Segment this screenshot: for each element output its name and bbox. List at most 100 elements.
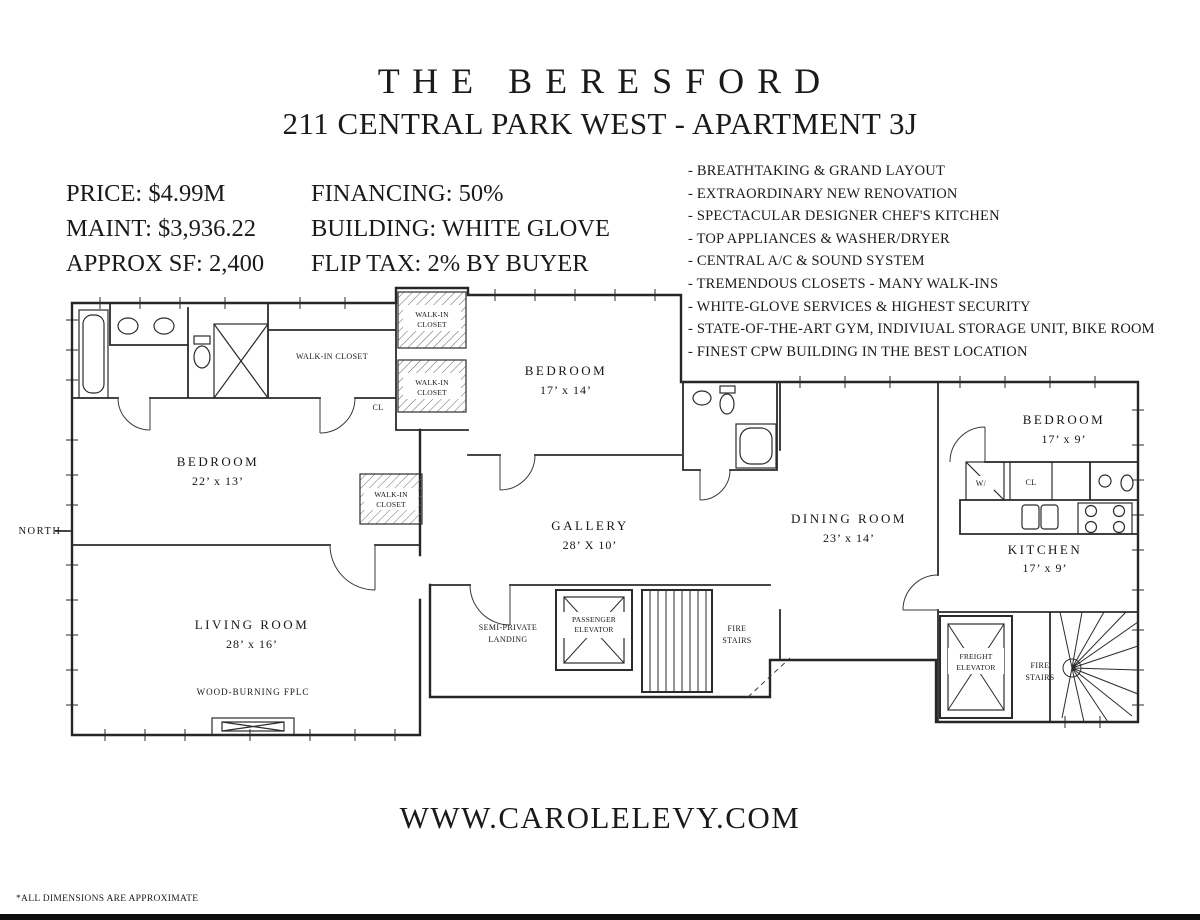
passenger-elevator: [555, 589, 633, 671]
room-label-kitchen: KITCHEN: [1008, 542, 1083, 557]
kitchen-fixtures: [965, 461, 1134, 535]
fireplace-outer: [211, 717, 295, 736]
doors: [117, 397, 986, 698]
room-dims-living: 28’ x 16’: [226, 637, 278, 651]
stairs-box: [641, 589, 713, 693]
feature-item: - BREATHTAKING & GRAND LAYOUT: [688, 163, 946, 179]
toilet-tank: [719, 385, 736, 394]
toilet: [1120, 474, 1134, 492]
fire-stairs-fan: [1059, 611, 1139, 723]
fireplace-x: [221, 721, 285, 732]
feature-item: - CENTRAL A/C & SOUND SYSTEM: [688, 253, 925, 270]
room-label-bedroom-1: BEDROOM: [525, 363, 608, 378]
walk-in-closet-label: CLOSET: [417, 388, 447, 397]
walk-in-closet-label: WALK-IN: [374, 490, 408, 499]
passenger-elevator-label: ELEVATOR: [574, 625, 613, 634]
kitchen-sink: [1021, 504, 1040, 530]
plan-labels: NORTH BEDROOM 17’ x 14’ BEDROOM 22’ x 13…: [18, 310, 1106, 697]
fact-financing: FINANCING: 50%: [311, 180, 504, 207]
bathtub: [735, 423, 777, 469]
fire-stairs-label: STAIRS: [1025, 673, 1054, 682]
label-chip: [970, 476, 994, 490]
stair-rays: [1059, 611, 1139, 723]
closet-niche: [1009, 461, 1053, 501]
freight-elevator-label: FREIGHT: [959, 652, 992, 661]
room-dims-bedroom-3: 17’ x 9’: [1041, 432, 1086, 446]
elevator-shaft: [939, 615, 1013, 719]
fireplace: [211, 717, 295, 736]
room-dims-kitchen: 17’ x 9’: [1022, 561, 1067, 575]
interior-walls: [55, 302, 1139, 723]
toilet-tank: [193, 335, 211, 345]
label-chip: [364, 488, 418, 510]
closet-label: CL: [372, 403, 383, 412]
interior-walls-path: [55, 302, 1139, 723]
freight-elevator-label: ELEVATOR: [956, 663, 995, 672]
bathtub-inner: [739, 427, 773, 465]
walk-in-closet-label: WALK-IN: [415, 378, 449, 387]
bathtub: [78, 309, 109, 399]
passenger-elevator-label: PASSENGER: [572, 615, 616, 624]
toilet: [193, 345, 211, 369]
door-arcs: [117, 397, 986, 626]
fact-approx-sf: APPROX SF: 2,400: [66, 250, 265, 277]
feature-item: - TOP APPLIANCES & WASHER/DRYER: [688, 230, 950, 247]
washer-dryer: [965, 461, 1005, 501]
shower: [213, 323, 269, 399]
fire-stairs-label: FIRE: [1031, 661, 1050, 670]
room-label-dining: DINING ROOM: [791, 511, 907, 526]
website-text: WWW.CAROLELEVY.COM: [399, 800, 801, 835]
burner: [1112, 504, 1126, 518]
walk-in-closet-label: WALK-IN: [415, 310, 449, 319]
walk-in-closet-label: WALK-IN CLOSET: [296, 352, 368, 361]
room-dims-bedroom-2: 22’ x 13’: [192, 474, 244, 488]
stair-treads: [649, 590, 707, 692]
label-chip: [560, 612, 628, 638]
room-label-bedroom-3: BEDROOM: [1023, 412, 1106, 427]
sink: [692, 390, 712, 406]
elevator-shaft: [555, 589, 633, 671]
address-line: 211 CENTRAL PARK WEST - APARTMENT 3J: [282, 106, 918, 141]
feature-item: - STATE-OF-THE-ART GYM, INDIVIUAL STORAG…: [688, 321, 1155, 338]
room-dims-gallery: 28’ X 10’: [563, 538, 618, 552]
freight-elevator: [939, 615, 1013, 719]
shower-x: [213, 323, 269, 399]
toilet: [719, 393, 735, 415]
fact-maint: MAINT: $3,936.22: [66, 215, 257, 242]
fact-building: BUILDING: WHITE GLOVE: [311, 215, 610, 242]
fact-price: PRICE: $4.99M: [66, 180, 226, 207]
walk-in-closet-label: CLOSET: [417, 320, 447, 329]
fireplace-inner: [221, 721, 285, 732]
room-label-bedroom-2: BEDROOM: [177, 454, 260, 469]
bathtub-inner: [82, 314, 105, 394]
feature-item: - EXTRAORDINARY NEW RENOVATION: [688, 185, 958, 202]
main-stairs: [641, 589, 713, 693]
fact-flip-tax: FLIP TAX: 2% BY BUYER: [311, 250, 589, 277]
fire-stairs-label: FIRE: [728, 624, 747, 633]
stove: [1077, 502, 1133, 535]
walk-in-closet-label: CLOSET: [376, 500, 406, 509]
burner: [1112, 520, 1126, 534]
feature-item: - WHITE-GLOVE SERVICES & HIGHEST SECURIT…: [688, 298, 1031, 315]
fireplace-label: WOOD-BURNING FPLC: [197, 687, 310, 697]
listing-facts: PRICE: $4.99M FINANCING: 50% MAINT: $3,9…: [66, 180, 610, 278]
feature-item: - SPECTACULAR DESIGNER CHEF'S KITCHEN: [688, 208, 1000, 225]
room-dims-dining: 23’ x 14’: [823, 531, 875, 545]
feature-item: - TREMENDOUS CLOSETS - MANY WALK-INS: [688, 275, 999, 292]
sink: [153, 317, 175, 335]
feature-item: - FINEST CPW BUILDING IN THE BEST LOCATI…: [688, 343, 1028, 360]
washer-label: W/: [976, 479, 987, 488]
landing-label: SEMI-PRIVATE: [479, 623, 537, 632]
room-label-gallery: GALLERY: [551, 518, 628, 533]
entry-door-dashed: [747, 657, 791, 698]
burner: [1084, 520, 1098, 534]
sink: [117, 317, 139, 335]
bottom-rule: [0, 914, 1200, 920]
landing-label: LANDING: [488, 635, 527, 644]
fire-stairs-label: STAIRS: [722, 636, 751, 645]
closets: [359, 291, 467, 525]
label-chip: [403, 305, 461, 331]
closet-label: CL: [1025, 478, 1036, 487]
